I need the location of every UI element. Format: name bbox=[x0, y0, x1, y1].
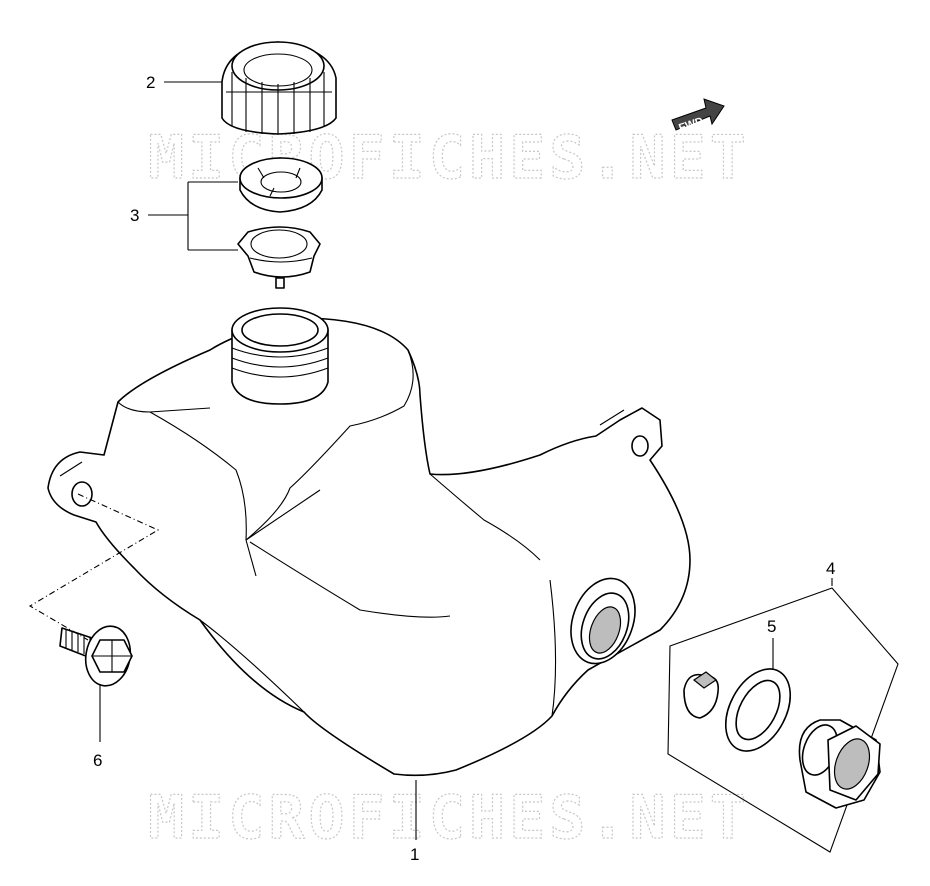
bolt-alignment-lines bbox=[28, 493, 160, 641]
callout-3: 3 bbox=[130, 206, 139, 225]
watermark-top: MICROFICHES.NET bbox=[148, 123, 750, 193]
callout-3-bracket bbox=[148, 181, 238, 251]
fuel-tank-icon bbox=[47, 317, 691, 777]
flange-bolt-icon bbox=[59, 625, 133, 687]
cap-gasket-icon bbox=[239, 157, 323, 213]
callout-1: 1 bbox=[410, 845, 419, 864]
washer-icon bbox=[724, 668, 792, 752]
cap-valve-icon bbox=[237, 226, 321, 289]
callout-4: 4 bbox=[826, 559, 835, 578]
watermark-bottom: MICROFICHES.NET bbox=[148, 783, 750, 853]
callout-2: 2 bbox=[146, 73, 155, 92]
callout-5: 5 bbox=[767, 617, 776, 636]
drain-tab-icon bbox=[683, 671, 720, 719]
fuel-cap-icon bbox=[221, 41, 337, 135]
callout-6: 6 bbox=[93, 751, 102, 770]
filler-neck-icon bbox=[231, 307, 329, 405]
drain-port-icon bbox=[570, 577, 636, 665]
drain-plug-icon bbox=[798, 719, 881, 809]
leader-lines bbox=[99, 81, 833, 840]
